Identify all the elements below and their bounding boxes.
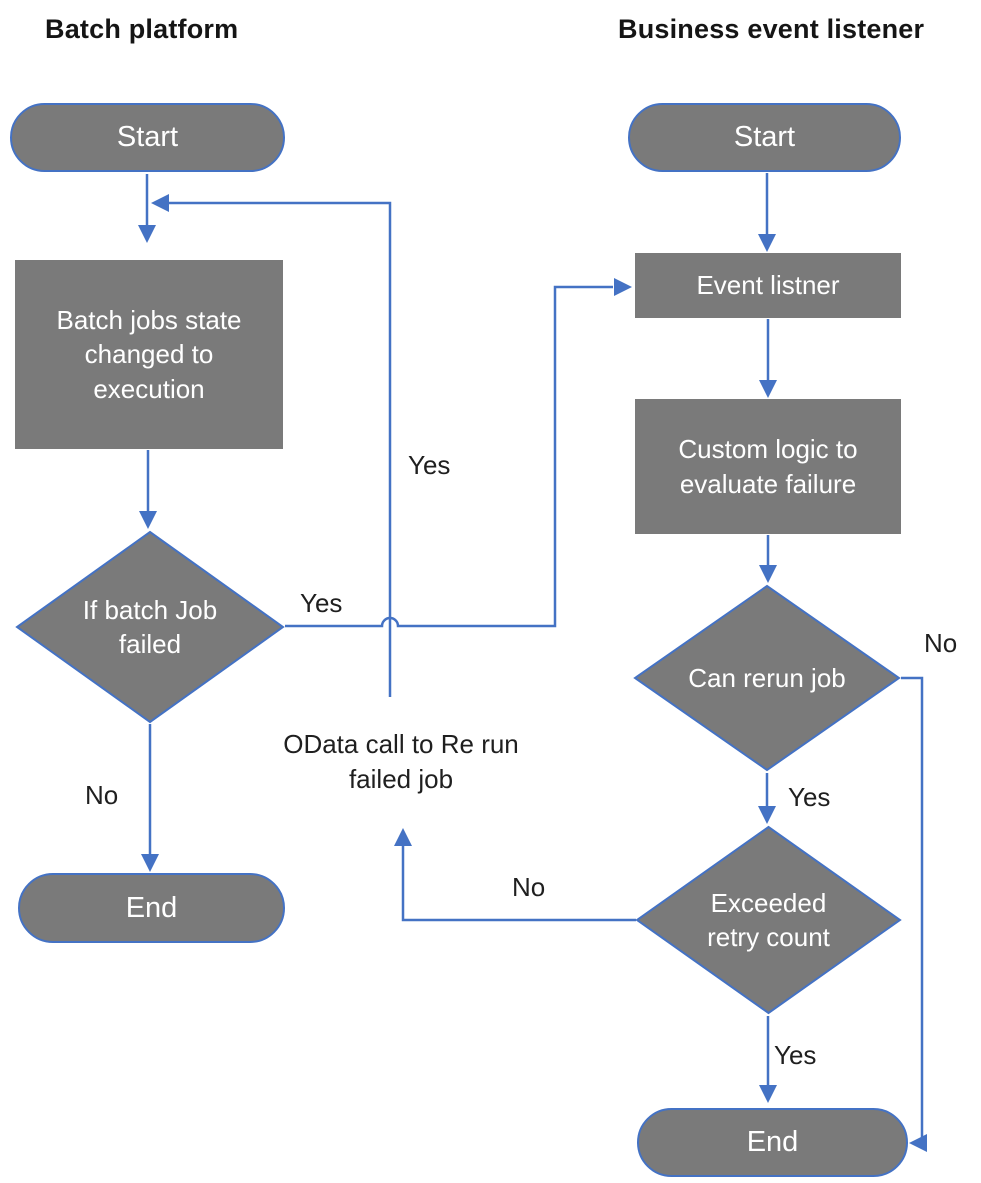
terminator-left-start-label: Start <box>116 121 179 154</box>
arrowhead-can-rerun-no-to-end <box>909 1134 927 1152</box>
arrowhead-right-start-to-event-listener <box>758 234 776 252</box>
arrowhead-decision-no-to-end <box>141 854 159 872</box>
arrowhead-rerun-loop <box>151 194 169 212</box>
connector-can-rerun-no-to-end <box>901 676 924 1143</box>
edge-label-exceeded-yes: Yes <box>774 1040 817 1070</box>
arrowhead-exceeded-yes-to-end <box>759 1085 777 1103</box>
arrowhead-left-start-to-process <box>138 225 156 243</box>
decision-if-batch-job-failed[interactable]: If batch Job failed <box>15 530 285 724</box>
decision-exceeded-retry-count[interactable]: Exceeded retry count <box>635 825 902 1015</box>
column-title-business-event-listener: Business event listener <box>618 14 925 44</box>
edge-label-can-rerun-yes: Yes <box>788 782 831 812</box>
process-batch-jobs-state-label: Batch jobs state changed to execution <box>56 305 242 404</box>
edge-label-left-decision-yes: Yes <box>300 588 343 618</box>
arrowhead-custom-logic-to-can-rerun <box>759 565 777 583</box>
process-custom-logic-label: Custom logic to evaluate failure <box>678 434 858 499</box>
column-title-batch-platform: Batch platform <box>45 14 239 44</box>
decision-exceeded-retry-count-label: Exceeded retry count <box>707 887 830 952</box>
terminator-right-start[interactable]: Start <box>628 103 901 172</box>
decision-can-rerun-job[interactable]: Can rerun job <box>633 584 901 772</box>
edge-label-rerun-loop-yes: Yes <box>408 450 451 480</box>
annotation-odata-call: OData call to Re run failed job <box>283 729 519 795</box>
terminator-left-end-label: End <box>125 891 178 924</box>
edge-label-exceeded-no: No <box>512 872 546 902</box>
terminator-left-start[interactable]: Start <box>10 103 285 172</box>
arrowhead-exceeded-no-to-note <box>394 828 412 846</box>
arrowhead-decision-yes-to-event-listener <box>614 278 632 296</box>
arrowhead-event-listener-to-custom-logic <box>759 380 777 398</box>
edge-label-left-decision-no: No <box>85 780 119 810</box>
terminator-left-end[interactable]: End <box>18 873 285 943</box>
process-event-listener-label: Event listner <box>696 270 840 301</box>
arrowhead-can-rerun-yes-to-exceeded <box>758 806 776 824</box>
decision-can-rerun-job-label: Can rerun job <box>688 662 846 693</box>
arrowhead-process-to-decision <box>139 511 157 529</box>
process-custom-logic[interactable]: Custom logic to evaluate failure <box>635 399 901 534</box>
terminator-right-end-label: End <box>746 1126 799 1159</box>
process-batch-jobs-state[interactable]: Batch jobs state changed to execution <box>15 260 283 449</box>
decision-if-batch-job-failed-label: If batch Job failed <box>82 594 218 659</box>
process-event-listener[interactable]: Event listner <box>635 253 901 318</box>
diamond-shape <box>633 584 901 772</box>
edge-label-can-rerun-no: No <box>924 628 958 658</box>
terminator-right-end[interactable]: End <box>637 1108 908 1177</box>
terminator-right-start-label: Start <box>733 121 796 154</box>
diamond-shape <box>635 825 902 1015</box>
